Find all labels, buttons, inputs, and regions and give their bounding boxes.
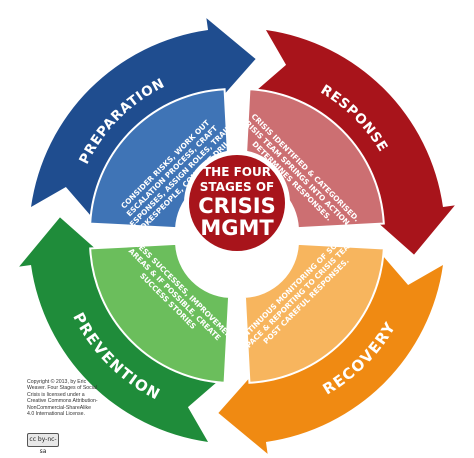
hub-circle — [189, 155, 285, 251]
hub-line-2: STAGES OF — [200, 180, 274, 194]
prevention-arrow — [19, 217, 217, 442]
recovery-panel — [243, 242, 385, 384]
prevention-panel — [89, 242, 231, 384]
copyright-notice: Copyright © 2013, by Eric Weaver. Four S… — [27, 379, 98, 418]
preparation-arrow — [31, 18, 256, 216]
creative-commons-badge: cc by-nc-sa — [27, 433, 59, 455]
response-arrow — [257, 30, 455, 255]
recovery-arrow — [218, 256, 443, 454]
hub-line-3: CRISIS — [198, 194, 275, 218]
hub-line-4: MGMT — [200, 216, 274, 240]
hub-line-1: THE FOUR — [203, 165, 271, 179]
